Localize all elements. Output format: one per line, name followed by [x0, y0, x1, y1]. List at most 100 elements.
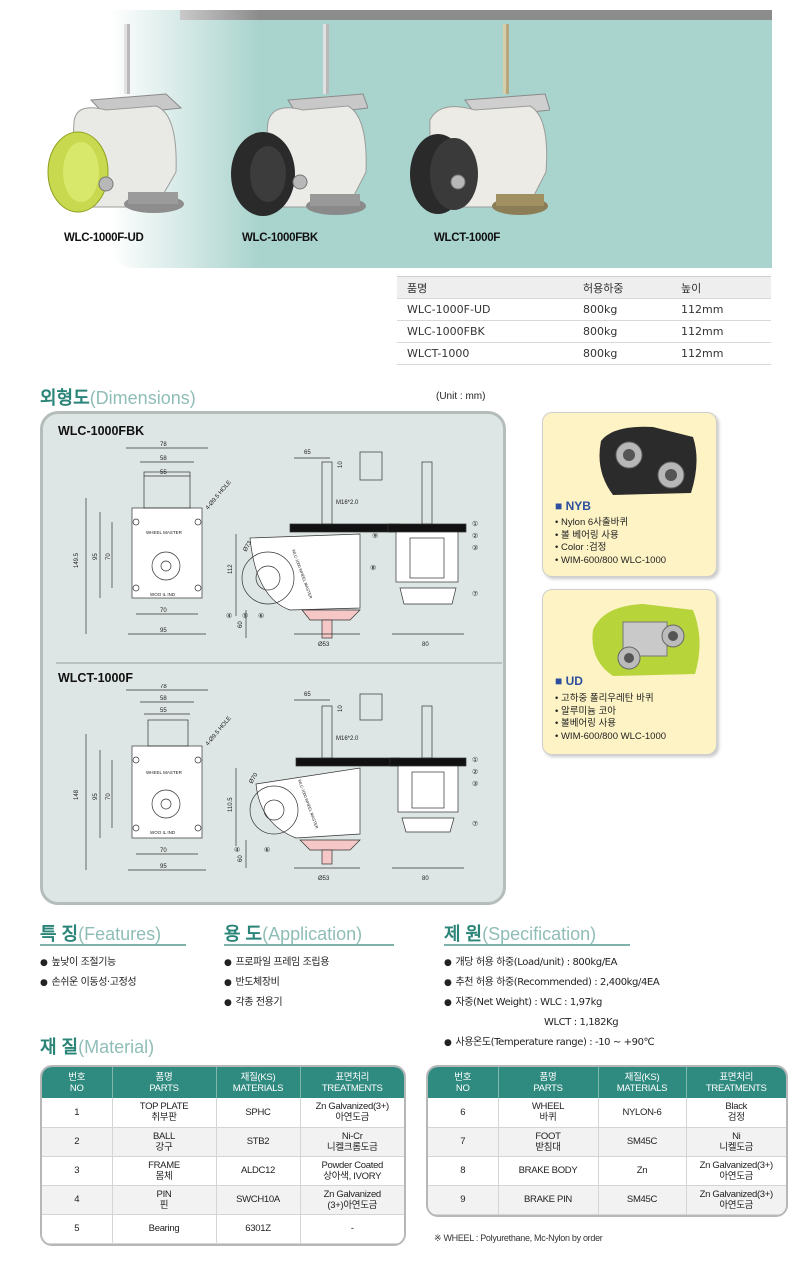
cell-materials: 6301Z: [216, 1214, 301, 1244]
dimensions-title-ko: 외형도: [40, 388, 90, 408]
front-body: [397, 765, 459, 813]
list-item: • Color :검정: [555, 542, 607, 553]
cell-materials: Zn: [598, 1156, 687, 1186]
callout: ④: [226, 612, 232, 620]
dim-label: 80: [422, 876, 429, 882]
list-item: 추천 허용 하중(Recommended) : 2,400kg/4EA: [444, 973, 659, 993]
callout: ④: [234, 846, 240, 854]
list-item: WLCT : 1,182Kg: [544, 1017, 619, 1028]
front-foot: [399, 587, 457, 605]
caption-wlct-1000f: WLCT-1000F: [434, 232, 501, 244]
callout: ③: [472, 780, 478, 788]
application-title-ko: 용 도: [224, 924, 263, 944]
cell-no: 9: [428, 1185, 499, 1215]
wheel-card-ud: ■ UD • 고하중 폴리우레탄 바퀴 • 알루미늄 코아 • 볼베어링 사용 …: [542, 589, 717, 755]
cell-load: 800kg: [571, 320, 671, 343]
list-item: • 알루미늄 코아: [555, 705, 617, 717]
list-item: 높낮이 조절기능: [40, 953, 136, 973]
cell-treatments: Zn Galvanized(3+)아연도금: [686, 1156, 786, 1186]
callout: ①: [472, 520, 478, 528]
cell-name: WLC-1000FBK: [397, 320, 571, 343]
list-item: 반도체장비: [224, 973, 329, 993]
wheel-note: ※ WHEEL : Polyurethane, Mc-Nylon by orde…: [434, 1233, 603, 1243]
top-view-hub: [160, 560, 172, 572]
specification-underline: [444, 944, 630, 946]
side-body: [249, 533, 361, 611]
detail-nut: [359, 693, 383, 721]
side-foot-stem: [321, 849, 333, 865]
hole: [194, 756, 202, 764]
list-item: • WIM-600/800 WLC-1000: [555, 730, 667, 742]
front-stud: [421, 705, 433, 759]
cell-no: 1: [42, 1098, 113, 1128]
hero-top-bar: [180, 10, 772, 20]
callout: ②: [472, 532, 478, 540]
cell-treatments: -: [300, 1214, 404, 1244]
front-stud: [421, 461, 433, 525]
callout: ⑨: [372, 532, 378, 540]
dim-label: Ø53: [318, 876, 330, 882]
wheel-photo-ud: [592, 604, 700, 676]
dim-label: 112: [228, 564, 234, 574]
wheel-card-nyb: ■ NYB • Nylon 6사출바퀴 • 볼 베어링 사용 • Color :…: [542, 412, 717, 577]
top-view-body: [131, 745, 203, 839]
caption-wlc-1000fbk: WLC-1000FBK: [242, 232, 318, 244]
list-item: • 고하중 폴리우레탄 바퀴: [555, 693, 654, 704]
dim-label: Ø53: [318, 642, 330, 648]
material-title-ko: 재 질: [40, 1037, 79, 1057]
features-title-ko: 특 징: [40, 924, 79, 944]
header-materials: 재질(KS)MATERIALS: [598, 1067, 687, 1098]
dim-label: M16*2.0: [336, 500, 359, 506]
technical-drawing-fbk: 78 58 55 70 95 149.5 95 70 4-Ø9.5 HOLE W…: [74, 442, 478, 648]
card-list-nyb: • Nylon 6사출바퀴 • 볼 베어링 사용 • Color :검정 • W…: [555, 517, 666, 567]
specification-title-ko: 제 원: [444, 924, 483, 944]
cell-name: WLCT-1000: [397, 342, 571, 365]
dimensions-title-en: (Dimensions): [89, 388, 196, 408]
callout: ②: [472, 768, 478, 776]
front-foot: [401, 817, 455, 833]
drawing-divider: [56, 662, 502, 664]
dim-label: 70: [106, 793, 112, 800]
cell-parts: Bearing: [112, 1214, 217, 1244]
list-item: 프로파일 프레임 조립용: [224, 953, 329, 973]
dimensions-title: 외형도(Dimensions): [40, 384, 196, 410]
card-title-ud: ■ UD: [555, 674, 583, 688]
caster-photo-wlct: [410, 24, 550, 215]
front-wheel: [411, 771, 445, 809]
table-row: WLC-1000FBK 800kg 112mm: [397, 320, 771, 343]
list-item: 개당 허용 하중(Load/unit) : 800kg/EA: [444, 953, 659, 973]
list-item: 자중(Net Weight) : WLC : 1,97kg: [444, 993, 659, 1013]
callout: ⑦: [472, 590, 478, 598]
list-item: 손쉬운 이동성·고정성: [40, 973, 136, 993]
list-item: • 볼베어링 사용: [555, 718, 617, 729]
cell-treatments: Zn Galvanized(3+)아연도금: [300, 1185, 404, 1215]
wheel-photo-nyb: [599, 426, 697, 495]
top-view-body: [131, 507, 203, 599]
side-top-plate: [289, 523, 401, 533]
front-top-plate: [387, 523, 467, 533]
cell-parts: BRAKE BODY: [498, 1156, 599, 1186]
plate-label-top: WHEEL MASTER: [146, 530, 183, 535]
dim-label: Ø73: [243, 540, 254, 553]
dim-label: 10: [338, 461, 344, 468]
front-top-plate: [389, 757, 467, 767]
hole: [194, 518, 202, 526]
cell-materials: SM45C: [598, 1127, 687, 1157]
plate-label-bottom: WOO IL IND: [150, 830, 176, 835]
callout: ⑥: [258, 612, 264, 620]
hole-label: 4-Ø9.5 HOLE: [205, 480, 233, 512]
